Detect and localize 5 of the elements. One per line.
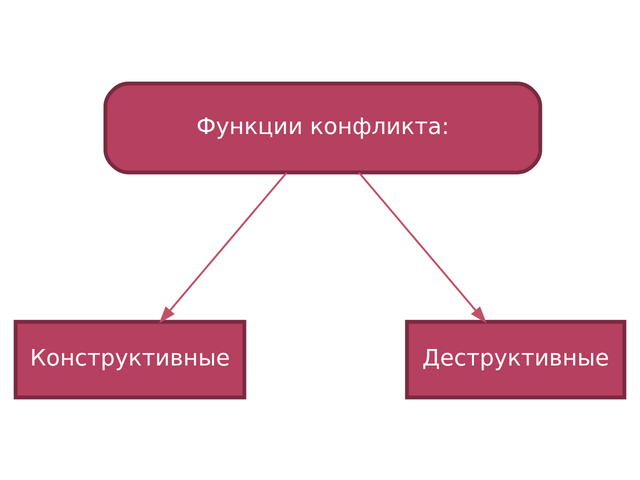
node-box: Функции конфликта: (104, 81, 542, 174)
node-box: Деструктивные (405, 319, 626, 399)
arrow (358, 172, 487, 323)
arrow (159, 172, 288, 323)
node-box: Конструктивные (14, 319, 246, 399)
